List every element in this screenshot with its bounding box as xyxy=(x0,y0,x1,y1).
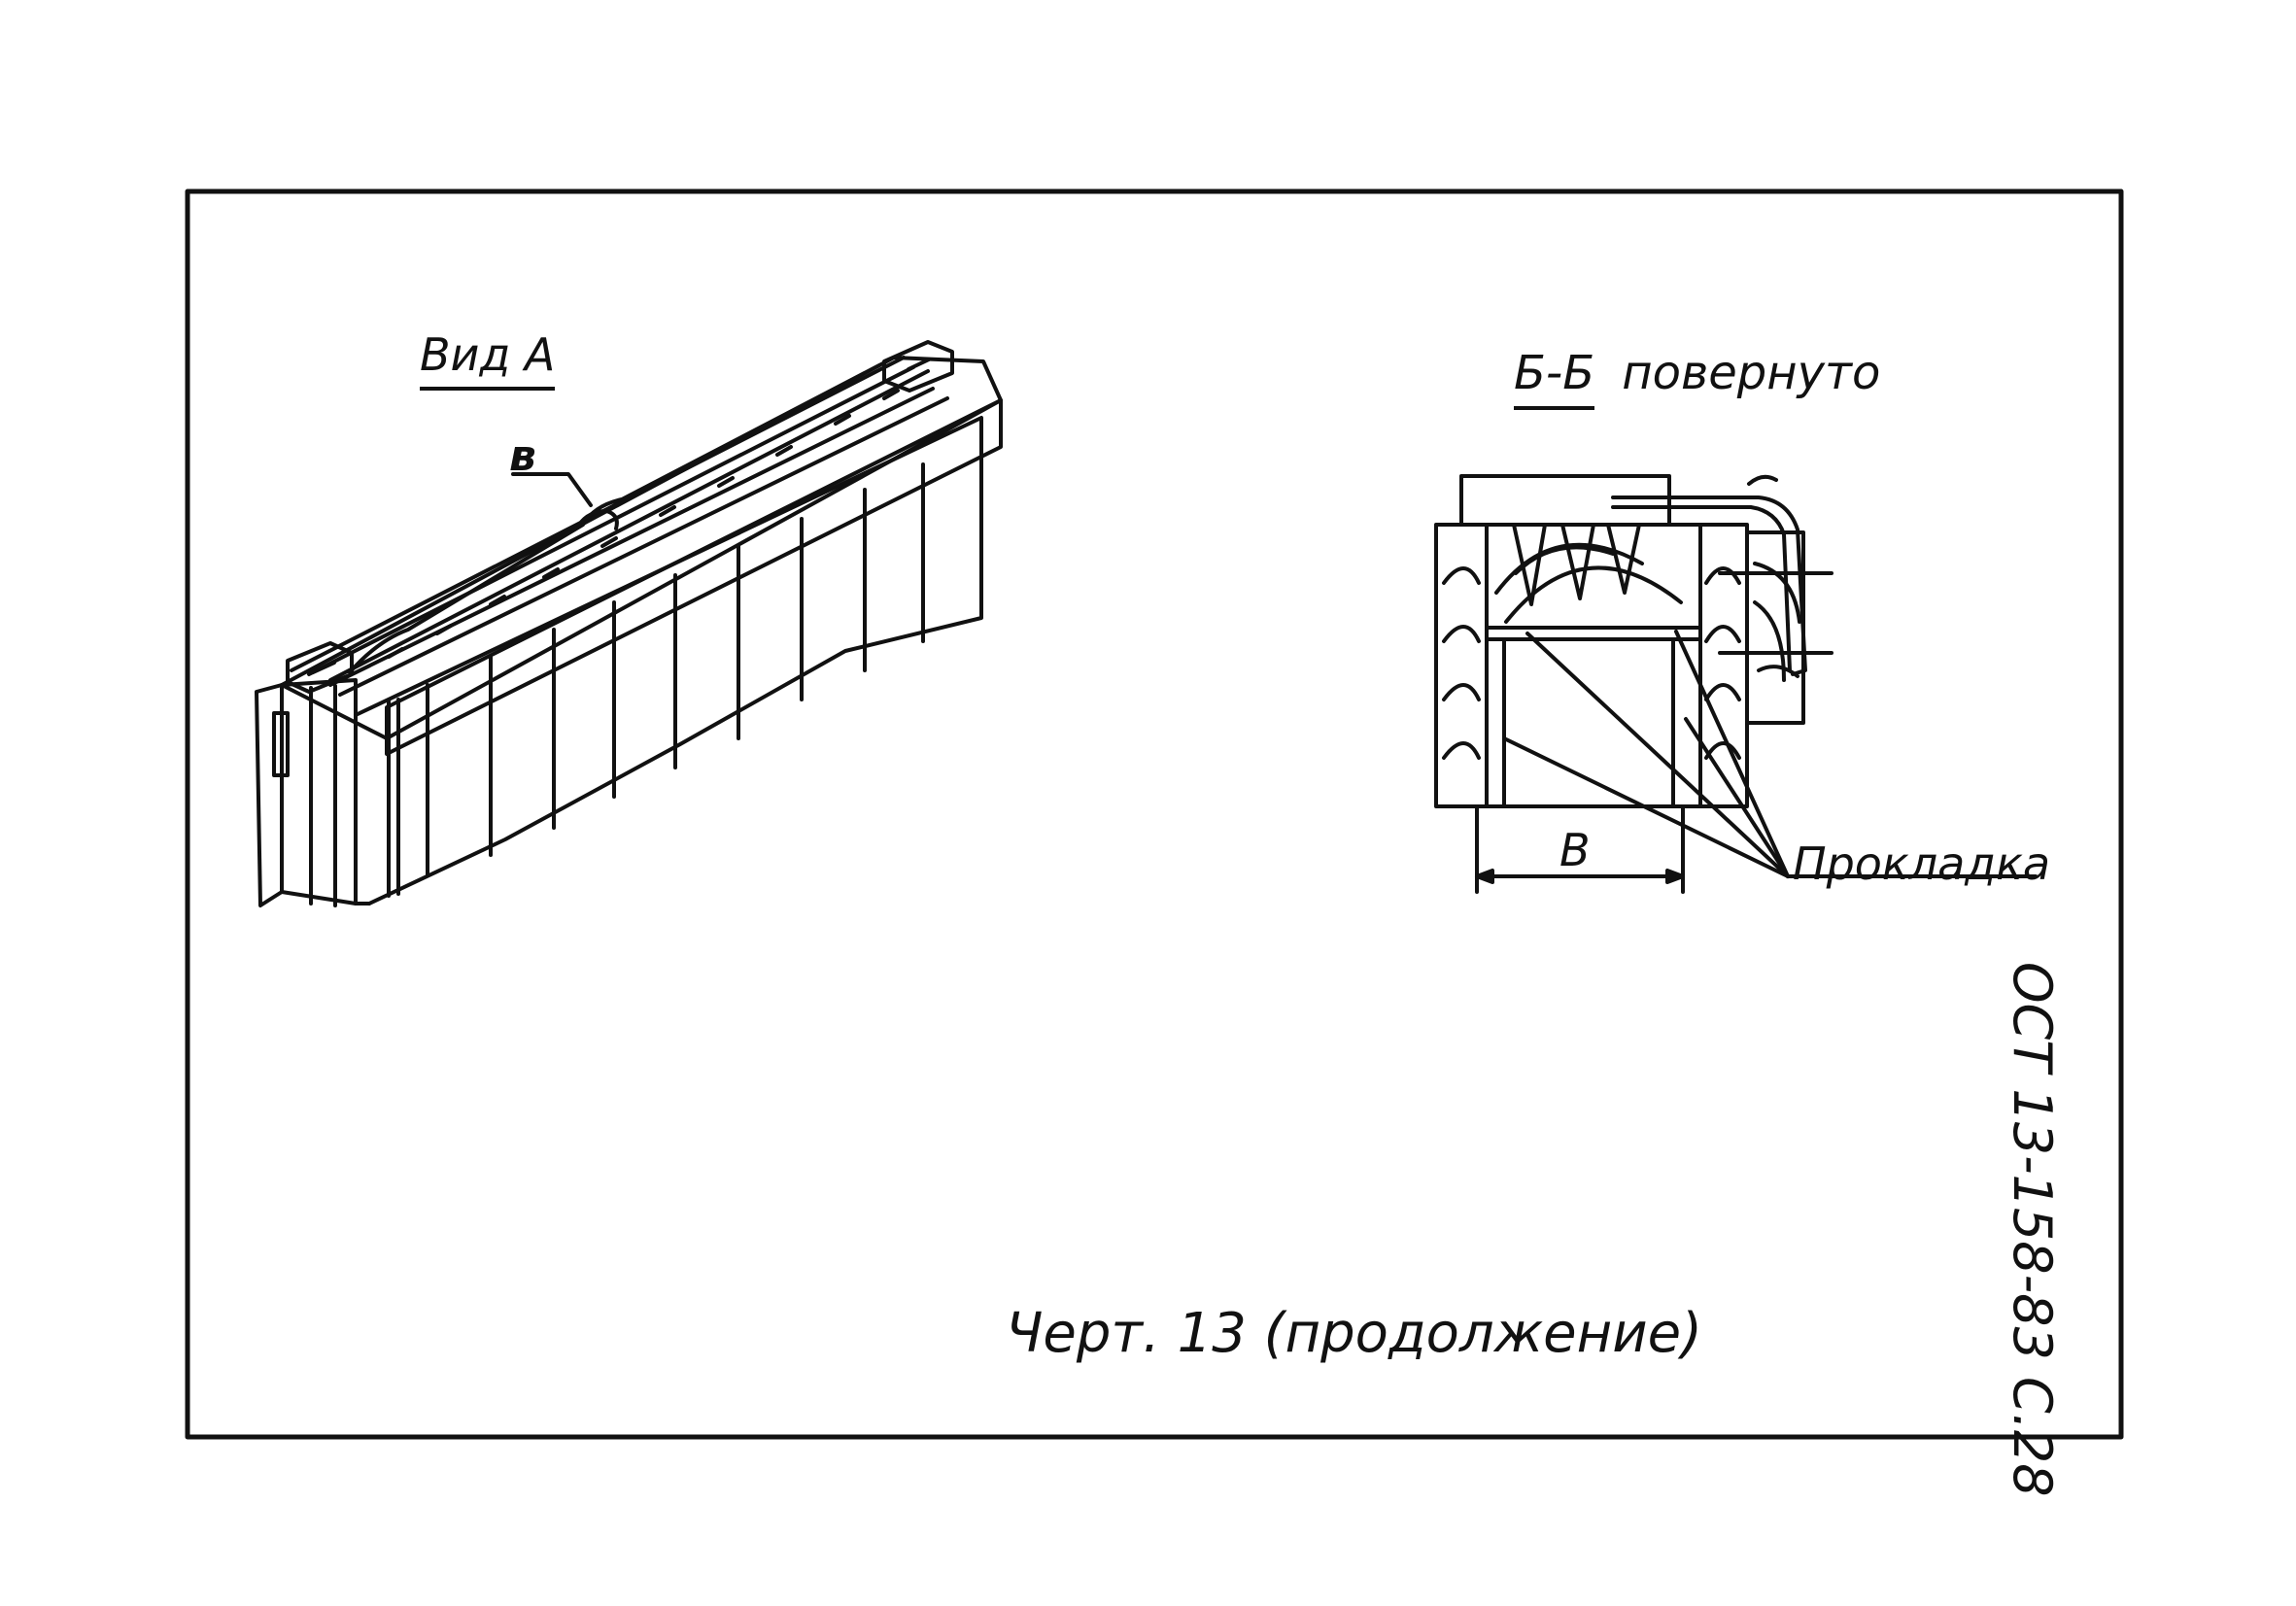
section-bb-title: Б-Б повернуто xyxy=(1514,346,1880,410)
view-a-callout-label: в xyxy=(509,431,536,481)
section-bb-note: повернуто xyxy=(1622,346,1881,400)
document-code: ОСТ 13-158-83 С.28 xyxy=(2002,962,2063,1497)
dimension-b-label: В xyxy=(1559,824,1591,876)
section-bb-label: Б-Б xyxy=(1514,346,1595,410)
gasket-label: Прокладка xyxy=(1793,837,2051,890)
view-a-title: Вид А xyxy=(420,328,556,391)
section-bb-drawing xyxy=(1434,474,2038,894)
drawing-caption: Черт. 13 (продолжение) xyxy=(1006,1302,1702,1365)
view-a-title-text: Вид А xyxy=(420,328,556,391)
view-a-drawing xyxy=(255,340,1003,907)
drawing-frame xyxy=(185,188,2124,1440)
